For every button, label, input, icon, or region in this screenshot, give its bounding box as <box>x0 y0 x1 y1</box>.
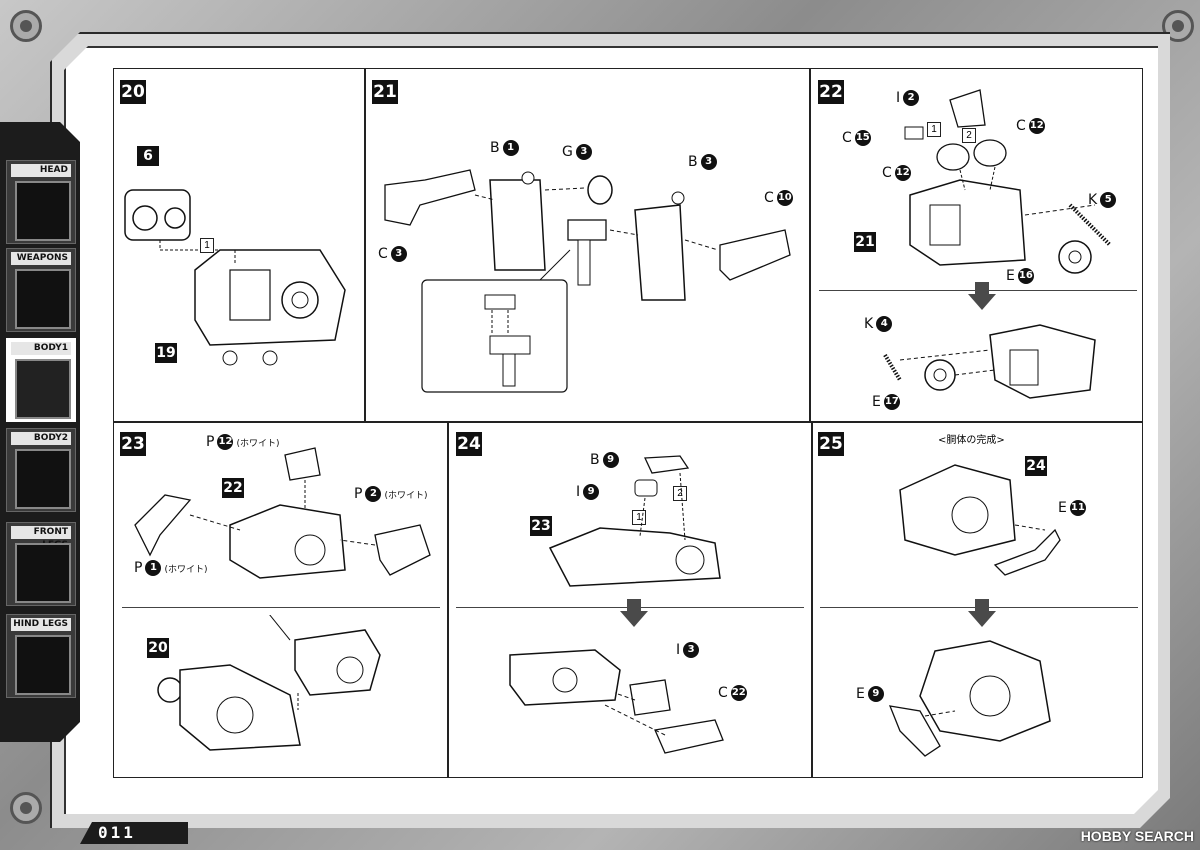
head-to-body-assembly-illustration <box>157 615 381 751</box>
part-callout-24: 24 <box>1025 456 1047 476</box>
gear-ornament-bottom-left <box>10 792 42 824</box>
body2-thumbnail-icon <box>15 449 71 509</box>
body-joint-result-illustration <box>883 324 1096 399</box>
frame-assembly-illustration <box>384 169 791 393</box>
tail-joint-assembly-illustration <box>548 455 721 587</box>
body-complete-result-illustration <box>888 640 1051 757</box>
step-number: 20 <box>120 80 146 104</box>
sidebar-tab-label: WEAPONS <box>11 252 71 265</box>
sidebar-tab-label: HEAD <box>11 164 71 177</box>
weapons-thumbnail-icon <box>15 269 71 329</box>
gear-ornament-top-left <box>10 10 42 42</box>
next-stage-arrow-icon <box>968 282 996 310</box>
sidebar-tab-label: HIND LEGS <box>11 618 71 631</box>
assembly-complete-caption: <胴体の完成> <box>938 435 1005 446</box>
part-callout-20: 20 <box>147 638 169 658</box>
sidebar-tab-head[interactable]: HEAD <box>6 160 76 244</box>
watermark-text: HOBBY SEARCH <box>1080 828 1194 844</box>
head-assembly-illustration <box>124 189 346 366</box>
assembly-order-box: 1 <box>927 122 941 137</box>
part-callout-19: 19 <box>155 343 177 363</box>
assembly-order-box: 1 <box>200 238 214 253</box>
body-joint-assembly-illustration <box>904 89 1112 274</box>
step-number: 23 <box>120 432 146 456</box>
step-number: 24 <box>456 432 482 456</box>
assembly-order-box: 2 <box>673 486 687 501</box>
next-stage-arrow-icon <box>620 599 648 627</box>
hind-legs-thumbnail-icon <box>15 635 71 695</box>
next-stage-arrow-icon <box>968 599 996 627</box>
head-thumbnail-icon <box>15 181 71 241</box>
sidebar-tab-body1[interactable]: BODY1 <box>6 338 76 422</box>
part-callout-22: 22 <box>222 478 244 498</box>
sidebar-tab-front-legs[interactable]: FRONT LEGS <box>6 522 76 606</box>
step-number: 25 <box>818 432 844 456</box>
part-callout-21: 21 <box>854 232 876 252</box>
tail-cover-assembly-illustration <box>509 649 724 754</box>
part-callout-6: 6 <box>137 146 159 166</box>
sidebar-tab-label: BODY2 <box>11 432 71 445</box>
page-number: 011 <box>80 822 188 844</box>
step-number: 22 <box>818 80 844 104</box>
front-legs-thumbnail-icon <box>15 543 71 603</box>
sidebar-tab-hind-legs[interactable]: HIND LEGS <box>6 614 76 698</box>
step-number: 21 <box>372 80 398 104</box>
assembly-order-box: 2 <box>962 128 976 143</box>
armor-assembly-illustration <box>134 447 431 579</box>
body1-thumbnail-icon <box>15 359 71 419</box>
sidebar-tab-label: BODY1 <box>11 342 71 355</box>
sidebar-tab-body2[interactable]: BODY2 <box>6 428 76 512</box>
sidebar-tab-label: FRONT LEGS <box>11 526 71 550</box>
sidebar-tab-weapons[interactable]: WEAPONS <box>6 248 76 332</box>
part-callout-23: 23 <box>530 516 552 536</box>
body-completion-illustration <box>899 464 1061 576</box>
